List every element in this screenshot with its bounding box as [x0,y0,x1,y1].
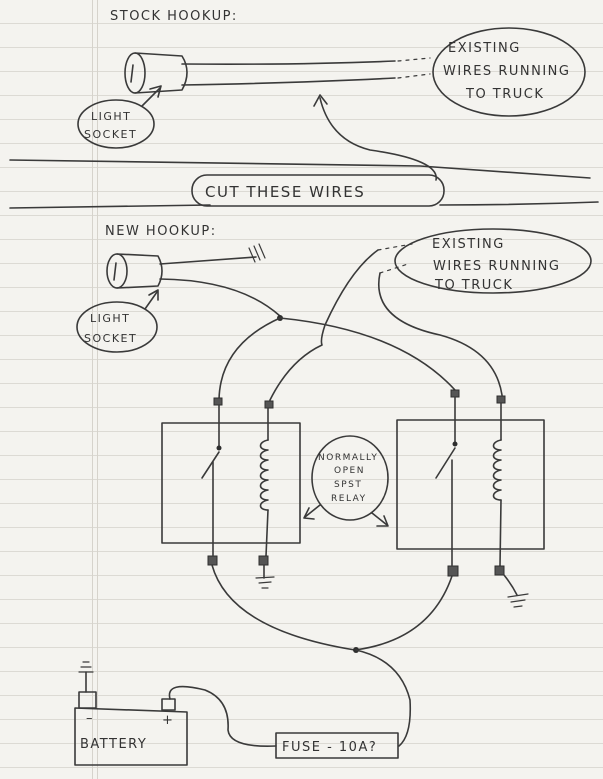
svg-text:LIGHT: LIGHT [90,312,130,325]
svg-text:OPEN: OPEN [334,466,365,476]
socket-feed-wire [159,278,281,317]
margin-line [92,0,93,779]
svg-text:TO TRUCK: TO TRUCK [434,278,513,293]
stock-wires [181,57,431,86]
battery-pos-label: + [162,713,174,728]
svg-text:RELAY: RELAY [331,494,367,504]
truck-wire-right-coil [378,272,503,396]
left-switch-output [211,564,356,651]
stock-socket-label: LIGHT SOCKET [77,85,162,149]
new-hookup-heading: NEW HOOKUP: [105,224,217,239]
divider-line [9,204,211,209]
battery: BATTERY – + [74,661,277,766]
divider-line [439,201,599,206]
margin-line [97,0,98,779]
svg-text:EXISTING: EXISTING [448,41,521,56]
new-socket-label: LIGHT SOCKET [76,289,159,353]
wire-to-left-relay [218,317,281,401]
stock-hookup-heading: STOCK HOOKUP: [110,9,238,24]
left-relay [161,397,301,589]
relay-callout: NORMALLY OPEN SPST RELAY [303,435,389,527]
new-light-socket [106,243,266,289]
cut-these-wires-callout: CUT THESE WIRES [191,94,445,207]
svg-text:WIRES RUNNING: WIRES RUNNING [443,64,570,79]
wire-to-right-relay [279,317,456,391]
svg-text:CUT THESE WIRES: CUT THESE WIRES [205,183,365,201]
truck-wire-left-coil [269,249,379,401]
right-relay [396,389,545,608]
wire-to-fuse [355,649,412,747]
fuse-label: FUSE - 10A? [282,740,377,755]
svg-text:EXISTING: EXISTING [432,237,505,252]
fuse: FUSE - 10A? [275,732,399,759]
svg-text:SOCKET: SOCKET [84,128,137,141]
svg-text:NORMALLY: NORMALLY [318,453,378,463]
svg-text:SPST: SPST [334,480,362,490]
new-wires-bubble: EXISTING WIRES RUNNING TO TRUCK [377,228,592,294]
svg-text:SOCKET: SOCKET [84,332,137,345]
stock-light-socket [124,52,188,94]
battery-neg-label: – [86,711,94,726]
battery-label: BATTERY [80,737,147,752]
svg-text:TO TRUCK: TO TRUCK [465,87,544,102]
right-switch-output [354,575,453,651]
svg-text:WIRES RUNNING: WIRES RUNNING [433,259,560,274]
divider-line [9,159,591,179]
svg-text:LIGHT: LIGHT [91,110,131,123]
stock-wires-bubble: EXISTING WIRES RUNNING TO TRUCK [432,27,586,117]
